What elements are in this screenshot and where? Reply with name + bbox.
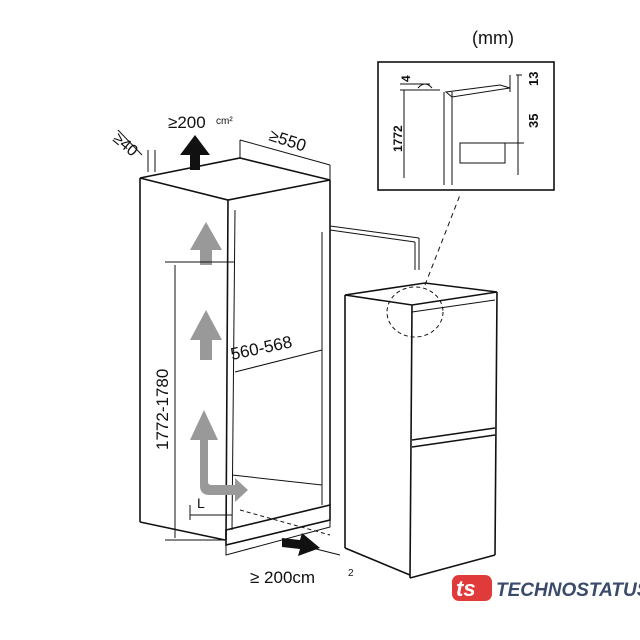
side-gap-label: ≥40 — [109, 130, 140, 160]
height-label: 1772-1780 — [153, 369, 172, 450]
airflow-arrows — [190, 222, 248, 502]
detail-inset — [377, 61, 555, 191]
top-vent-label: ≥200 — [168, 113, 206, 132]
bottom-vent-sup: 2 — [348, 568, 354, 579]
detail-35: 35 — [526, 114, 541, 128]
cabinet — [139, 157, 420, 556]
logo-mark: ts — [456, 576, 476, 601]
detail-4: 4 — [399, 75, 413, 82]
bottom-vent-label: ≥ 200cm — [250, 568, 315, 587]
brand-name: TECHNOSTATUS — [496, 580, 640, 601]
detail-13: 13 — [526, 72, 541, 86]
top-vent-unit: cm² — [216, 116, 233, 127]
dimension-lines — [117, 129, 331, 541]
top-vent-arrow — [180, 135, 210, 170]
l-label: L — [197, 495, 205, 511]
detail-1772: 1772 — [391, 125, 405, 152]
depth-label: ≥550 — [267, 126, 309, 156]
brand-logo: ts TECHNOSTATUS — [452, 575, 640, 601]
bottom-vent-arrow — [282, 533, 320, 556]
refrigerator — [344, 194, 498, 579]
units-label: (mm) — [472, 28, 514, 48]
